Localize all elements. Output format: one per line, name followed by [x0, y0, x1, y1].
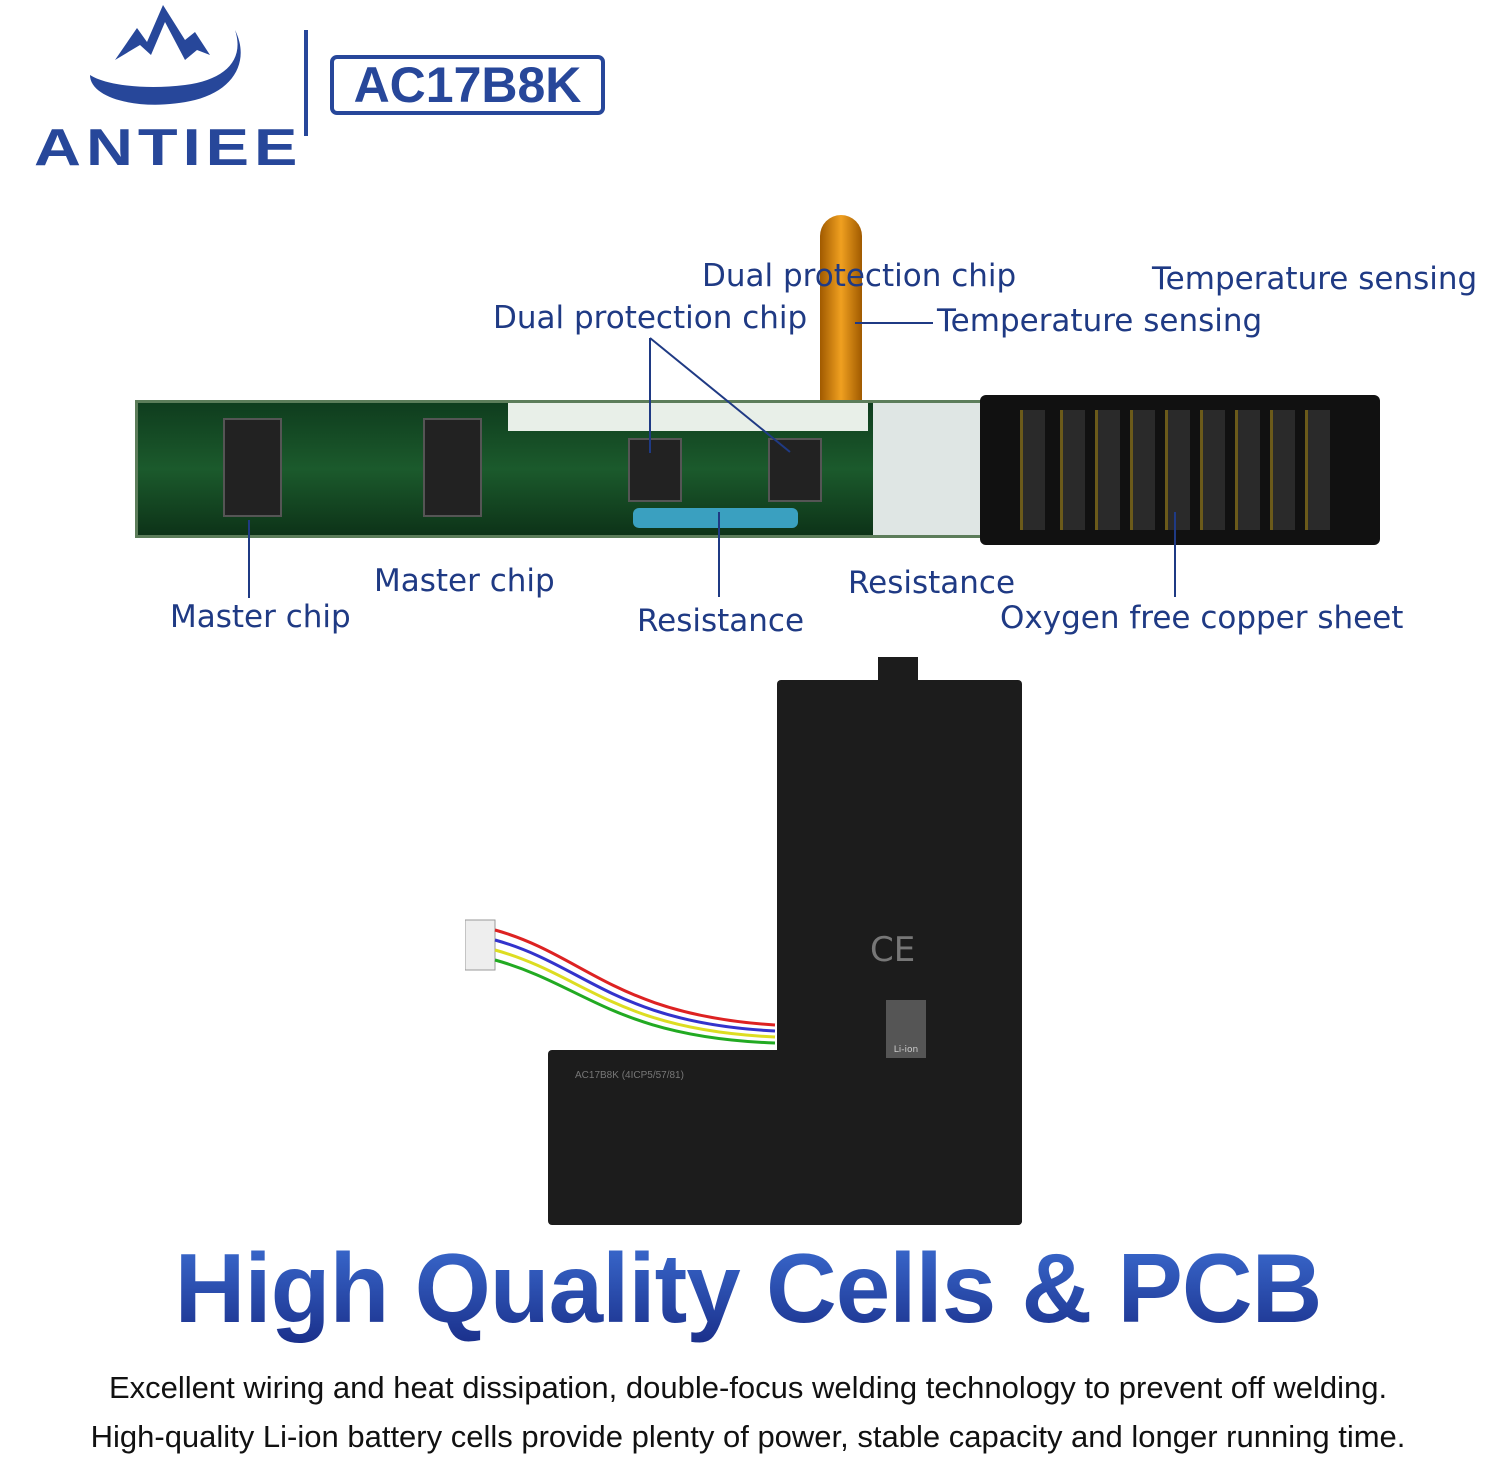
label-master-chip: Master chip — [374, 563, 555, 599]
battery-model-label: AC17B8K (4ICP5/57/81) — [575, 1070, 684, 1081]
battery-tab — [878, 657, 918, 683]
label-resistance: Resistance — [848, 565, 1016, 601]
label-dual-protection-chip: Dual protection chip — [493, 300, 808, 336]
protection-chip-2 — [768, 438, 822, 502]
label-resistance: Resistance — [637, 603, 805, 639]
description-line-2: High-quality Li-ion battery cells provid… — [90, 1419, 1406, 1454]
label-oxygen-free-copper-sheet: Oxygen free copper sheet — [1000, 600, 1404, 636]
temperature-sensor-cable — [820, 215, 862, 400]
master-chip-1 — [223, 418, 282, 517]
ce-mark-icon: CE — [870, 930, 916, 970]
resistor — [633, 508, 798, 528]
label-temperature-sensing: Temperature sensing — [1152, 261, 1478, 297]
page-title: High Quality Cells & PCB — [0, 1232, 1496, 1345]
pcb-board — [135, 400, 1005, 538]
li-ion-recycle-mark: Li-ion — [886, 1000, 926, 1058]
battery-wires — [465, 919, 776, 1045]
label-master-chip: Master chip — [170, 599, 351, 635]
label-temperature-sensing: Temperature sensing — [937, 303, 1263, 339]
logo-divider — [304, 30, 308, 136]
mountain-swoosh-icon — [90, 5, 241, 105]
brand-name: ANTIEE — [34, 119, 303, 177]
model-badge: AC17B8K — [330, 55, 605, 115]
master-chip-2 — [423, 418, 482, 517]
copper-connector — [980, 395, 1380, 545]
description-line-1: Excellent wiring and heat dissipation, d… — [108, 1370, 1388, 1405]
battery-cell-lower — [548, 1050, 1022, 1225]
protection-chip-1 — [628, 438, 682, 502]
label-dual-protection-chip: Dual protection chip — [702, 258, 1017, 294]
